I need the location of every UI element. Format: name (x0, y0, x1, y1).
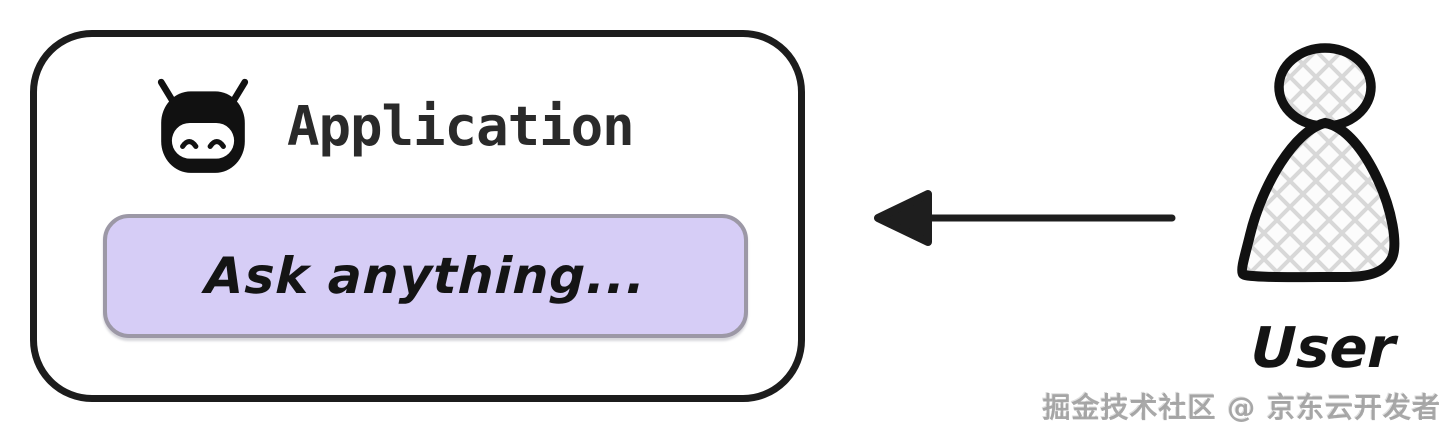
application-title: Application (287, 95, 635, 158)
robot-icon (157, 78, 249, 173)
application-box: Application Ask anything... (30, 30, 805, 402)
watermark-text: 掘金技术社区 @ 京东云开发者 (1042, 391, 1441, 424)
user-label: User (1249, 316, 1397, 381)
person-crosshatch-icon (1237, 43, 1400, 283)
arrow-left-icon (874, 190, 1176, 246)
ask-anything-input[interactable]: Ask anything... (103, 214, 748, 338)
input-placeholder-text: Ask anything... (203, 247, 648, 305)
